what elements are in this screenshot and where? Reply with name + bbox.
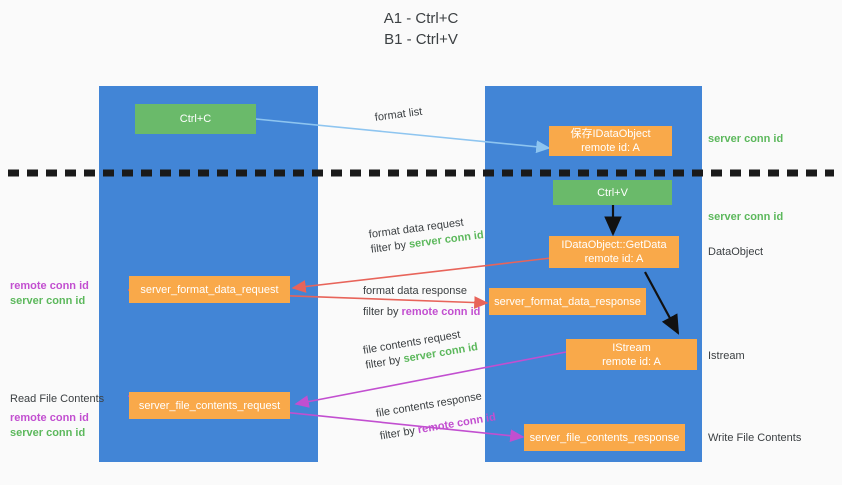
filter-by-prefix: filter by — [363, 306, 402, 318]
node-idataobject-getdata-label: IDataObject::GetData — [561, 239, 667, 251]
node-ctrl-c[interactable]: Ctrl+C — [135, 104, 256, 134]
left-label-conn-ids-2: remote conn id server conn id — [10, 411, 89, 441]
right-label-server-conn-id-top: server conn id — [708, 133, 784, 145]
node-server-file-contents-request-label: server_file_contents_request — [138, 399, 281, 412]
node-ctrl-v-label: Ctrl+V — [597, 186, 628, 199]
remote-conn-id-key: remote conn id — [401, 306, 481, 318]
filter-by-prefix: filter by — [378, 424, 419, 443]
node-save-idataobject-label: 保存IDataObject — [570, 128, 651, 140]
edge-label-file-contents-request: file contents request filter by server c… — [362, 325, 479, 373]
right-label-istream: Istream — [708, 350, 745, 362]
right-label-write-file-contents: Write File Contents — [708, 432, 802, 444]
edge-label-format-data-response-line2: filter by remote conn id — [363, 305, 480, 320]
edge-label-format-data-response-line1: format data response — [363, 285, 467, 297]
node-server-file-contents-response-label: server_file_contents_response — [529, 431, 680, 444]
page-title: A1 - Ctrl+C B1 - Ctrl+V — [383, 10, 459, 48]
left-label-remote-conn-id-2: remote conn id — [10, 412, 89, 424]
left-label-conn-ids-1: remote conn id server conn id — [10, 279, 89, 309]
node-server-format-data-response-label: server_format_data_response — [494, 295, 641, 308]
left-label-read-file-contents: Read File Contents — [10, 393, 105, 405]
node-server-format-data-request-label: server_format_data_request — [140, 283, 279, 296]
node-server-file-contents-response[interactable]: server_file_contents_response — [524, 424, 685, 451]
right-label-server-conn-id-mid: server conn id — [708, 211, 784, 223]
node-ctrl-c-label: Ctrl+C — [179, 113, 212, 125]
node-idataobject-getdata-remote-id: remote id: A — [584, 253, 644, 265]
edge-label-file-contents-response: file contents response filter by remote … — [375, 388, 497, 445]
node-server-format-data-response[interactable]: server_format_data_response — [489, 288, 646, 315]
edge-label-format-data-response: format data response filter by remote co… — [363, 284, 480, 320]
node-save-idataobject[interactable]: 保存IDataObject remote id: A — [549, 126, 672, 156]
node-ctrl-v[interactable]: Ctrl+V — [553, 180, 672, 205]
node-istream-remote-id: remote id: A — [602, 355, 661, 368]
filter-by-prefix: filter by — [370, 238, 410, 256]
left-label-remote-conn-id-1: remote conn id — [10, 280, 89, 292]
node-server-file-contents-request[interactable]: server_file_contents_request — [129, 392, 290, 419]
right-label-dataobject: DataObject — [708, 246, 764, 258]
left-label-server-conn-id-1: server conn id — [10, 295, 86, 307]
edge-label-format-list: format list — [374, 105, 423, 124]
left-label-server-conn-id-2: server conn id — [10, 427, 86, 439]
edge-label-format-data-request: format data request filter by server con… — [368, 213, 485, 258]
node-idataobject-getdata[interactable]: IDataObject::GetData remote id: A — [549, 236, 679, 268]
node-server-format-data-request[interactable]: server_format_data_request — [129, 276, 290, 303]
node-istream[interactable]: IStream remote id: A — [566, 339, 697, 370]
node-save-idataobject-remote-id: remote id: A — [581, 142, 640, 154]
node-istream-label: IStream — [612, 341, 651, 354]
